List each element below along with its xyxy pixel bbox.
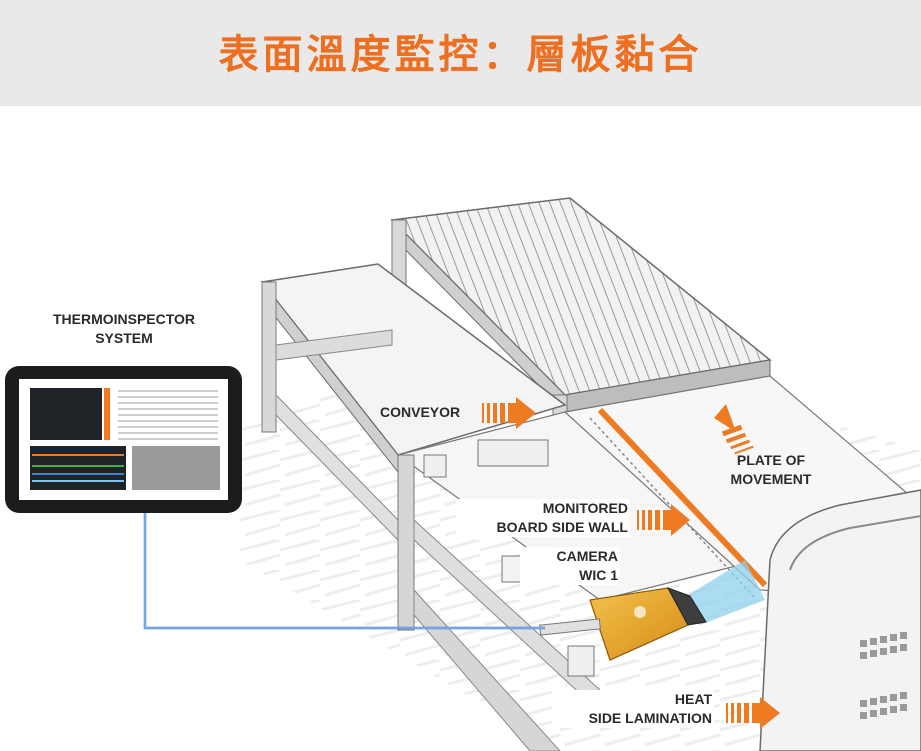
conveyor-label: CONVEYOR [380, 404, 461, 420]
striped-right-arrow-icon [637, 504, 690, 536]
header-bar: 表面溫度監控：層板黏合 [0, 0, 921, 106]
tablet-device [5, 366, 242, 513]
camera-beam [680, 560, 765, 625]
monitored-label-line1: MONITORED [456, 499, 630, 518]
monitored-side-wall-label: MONITORED BOARD SIDE WALL [456, 499, 630, 537]
page-title: 表面溫度監控：層板黏合 [218, 32, 703, 78]
board-side-wall [597, 407, 768, 588]
laminating-machine [759, 489, 921, 751]
striped-up-arrow-icon [714, 404, 754, 455]
striped-right-arrow-icon [482, 397, 536, 429]
camera-label-line2: WIC 1 [520, 566, 620, 585]
monitored-label-line2: BOARD SIDE WALL [456, 518, 630, 537]
camera-label: CAMERA WIC 1 [520, 547, 620, 585]
heat-label-line1: HEAT [552, 690, 714, 709]
heat-label-line2: SIDE LAMINATION [552, 709, 714, 728]
striped-right-arrow-icon [726, 697, 780, 729]
conveyor-diagram [5, 197, 921, 751]
system-label: THERMOINSPECTOR SYSTEM [20, 310, 228, 348]
system-label-line1: THERMOINSPECTOR [52, 311, 196, 327]
camera-label-line1: CAMERA [520, 547, 620, 566]
heat-side-lamination-label: HEAT SIDE LAMINATION [552, 690, 714, 728]
plate-label-line1: PLATE OF [736, 452, 806, 468]
system-label-line2: SYSTEM [95, 330, 153, 346]
plate-of-movement-label: PLATE OF MOVEMENT [712, 451, 830, 489]
plate-label-line2: MOVEMENT [730, 471, 812, 487]
